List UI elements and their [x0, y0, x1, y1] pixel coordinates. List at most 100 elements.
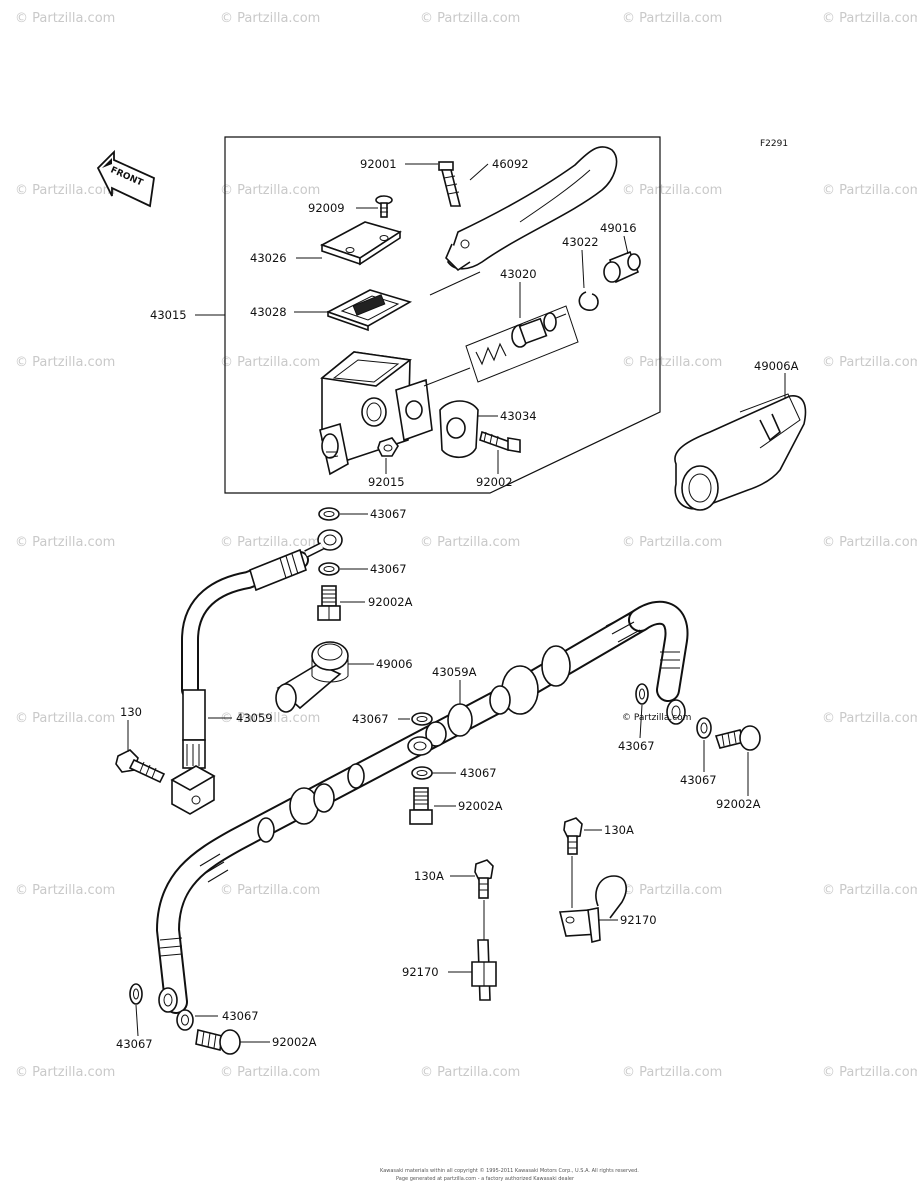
callout-43026: 43026 [250, 251, 287, 265]
watermark: © Partzilla.com [220, 1065, 320, 1080]
washer-43067 [318, 507, 340, 521]
callout-43034: 43034 [500, 409, 537, 423]
callout-43028: 43028 [250, 305, 287, 319]
callout-43067: 43067 [680, 773, 717, 787]
watermark: © Partzilla.com [822, 883, 917, 898]
cover-49006A [674, 393, 807, 511]
watermark: © Partzilla.com [15, 711, 115, 726]
holder-43034 [439, 400, 479, 459]
callout-43067: 43067 [370, 507, 407, 521]
figure-code: F2291 [760, 139, 788, 149]
master-cylinder-body [319, 351, 433, 476]
cap-49006 [275, 641, 349, 713]
bolt-130A [474, 859, 494, 899]
assembly-frame [224, 136, 661, 494]
watermark: © Partzilla.com [220, 355, 320, 370]
bolt-92002A [409, 787, 433, 825]
watermark: © Partzilla.com [622, 535, 722, 550]
callout-92001: 92001 [360, 157, 397, 171]
callout-43067: 43067 [352, 712, 389, 726]
callout-43067: 43067 [116, 1037, 153, 1051]
callout-43059A: 43059A [432, 665, 477, 679]
watermark: © Partzilla.com [420, 11, 520, 26]
boot-49016 [603, 250, 641, 284]
pivot-bolt-92001 [438, 161, 462, 207]
callout-92015: 92015 [368, 475, 405, 489]
watermark: © Partzilla.com [220, 11, 320, 26]
callout-43067: 43067 [370, 562, 407, 576]
callout-49016: 49016 [600, 221, 637, 235]
leader-line [581, 249, 585, 289]
washer-43067 [635, 683, 649, 705]
watermark: © Partzilla.com [220, 183, 320, 198]
callout-43020: 43020 [500, 267, 537, 281]
bolt-130A [563, 817, 583, 855]
callout-92009: 92009 [308, 201, 345, 215]
callout-92002: 92002 [476, 475, 513, 489]
washer-43067 [176, 1009, 194, 1031]
callout-49006A: 49006A [754, 359, 799, 373]
watermark: © Partzilla.com [15, 535, 115, 550]
bolt-92002 [479, 430, 521, 453]
callout-92002A: 92002A [716, 797, 761, 811]
callout-92170: 92170 [620, 913, 657, 927]
washer-43067 [129, 983, 143, 1005]
watermark: © Partzilla.com [15, 355, 115, 370]
footer-dealer-note: Page generated at partzilla.com - a fact… [396, 1176, 575, 1182]
watermark: © Partzilla.com [822, 183, 917, 198]
front-arrow-icon: FRONT [96, 149, 155, 208]
brake-lever-46092 [445, 146, 618, 272]
callout-130A: 130A [604, 823, 634, 837]
leader-line [429, 271, 481, 296]
watermark: © Partzilla.com [822, 355, 917, 370]
nut-92015 [377, 437, 399, 457]
watermark: © Partzilla.com [420, 1065, 520, 1080]
piston-kit-43020 [465, 305, 579, 383]
watermark-callout: © Partzilla.com [622, 713, 691, 723]
circlip-43022 [578, 291, 599, 311]
callout-92002A: 92002A [368, 595, 413, 609]
watermark: © Partzilla.com [15, 883, 115, 898]
leader-line [623, 235, 629, 255]
watermark: © Partzilla.com [822, 535, 917, 550]
footer-copyright: Kawasaki materials within all copyright … [380, 1167, 639, 1174]
watermark: © Partzilla.com [622, 883, 722, 898]
washer-43067 [411, 712, 433, 726]
watermark: © Partzilla.com [822, 1065, 917, 1080]
watermarks: © Partzilla.com © Partzilla.com © Partzi… [15, 11, 917, 1080]
screw-92009 [375, 195, 393, 218]
watermark: © Partzilla.com [220, 883, 320, 898]
callout-43022: 43022 [562, 235, 599, 249]
watermark: © Partzilla.com [622, 183, 722, 198]
leader-line [639, 704, 643, 739]
bolt-92002A [195, 1029, 241, 1055]
bolt-130 [115, 749, 166, 784]
bolt-92002A [317, 585, 341, 621]
watermark: © Partzilla.com [15, 11, 115, 26]
washer-43067 [696, 717, 712, 739]
callout-43067: 43067 [460, 766, 497, 780]
callout-43067: 43067 [222, 1009, 259, 1023]
watermark: © Partzilla.com [622, 11, 722, 26]
reservoir-cap-43026 [320, 221, 402, 266]
washer-43067 [318, 562, 340, 576]
watermark: © Partzilla.com [822, 711, 917, 726]
diaphragm-43028 [325, 289, 413, 332]
callout-92002A: 92002A [458, 799, 503, 813]
leader-line [423, 367, 471, 387]
bolt-92002A [714, 725, 761, 751]
washer-43067 [411, 766, 433, 780]
watermark: © Partzilla.com [420, 535, 520, 550]
watermark: © Partzilla.com [15, 183, 115, 198]
leader-line [135, 1004, 139, 1037]
watermark: © Partzilla.com [220, 535, 320, 550]
watermark: © Partzilla.com [15, 1065, 115, 1080]
leader-line [469, 163, 489, 181]
callout-43067: 43067 [618, 739, 655, 753]
hose-43059 [170, 529, 343, 815]
watermark: © Partzilla.com [220, 711, 320, 726]
clamp-92170 [471, 939, 497, 1001]
watermark: © Partzilla.com [622, 355, 722, 370]
